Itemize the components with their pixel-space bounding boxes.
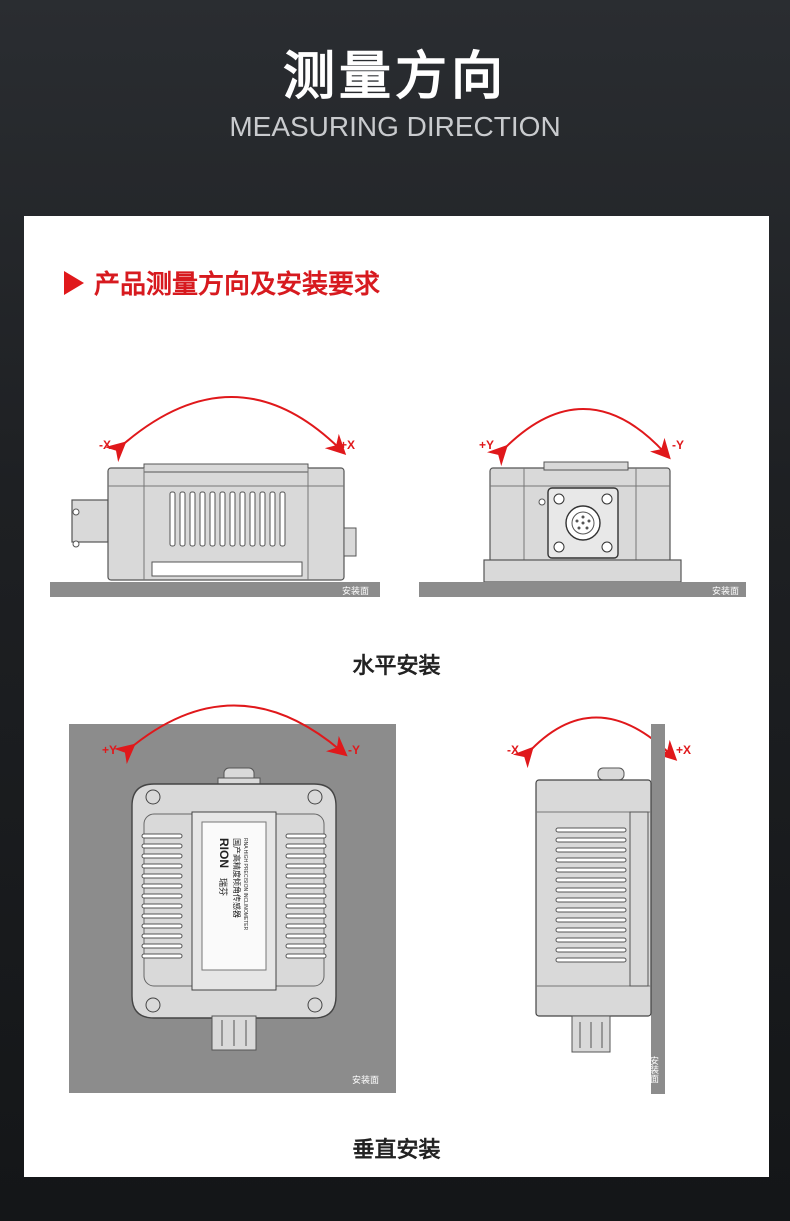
rotation-arc-icon xyxy=(512,716,678,769)
svg-text:国产高精度倾角传感器: 国产高精度倾角传感器 xyxy=(232,838,242,918)
section-heading: 产品测量方向及安装要求 xyxy=(64,264,380,301)
mounting-surface xyxy=(50,582,380,597)
mounting-surface xyxy=(651,724,665,1094)
connector-shape xyxy=(71,499,109,543)
section-title: 产品测量方向及安装要求 xyxy=(94,270,381,300)
axis-plus-label: +X xyxy=(340,438,355,452)
rotation-arc-icon xyxy=(104,396,347,463)
axis-minus-label: -X xyxy=(507,743,519,757)
rotation-arc-icon xyxy=(486,408,671,467)
page-title: 测量方向 xyxy=(282,47,507,107)
horizontal-x-view: -X +X 安装面 xyxy=(50,396,380,597)
vertical-caption: 垂直安装 xyxy=(352,1138,441,1163)
vertical-y-view: 安装面 +Y -Y xyxy=(69,704,396,1093)
svg-text:RNA HIGH PRECISION INCLINOMETE: RNA HIGH PRECISION INCLINOMETER xyxy=(242,838,248,931)
horizontal-y-view: +Y -Y 安装面 xyxy=(419,408,746,597)
cooling-fins xyxy=(169,491,286,547)
page-subtitle: MEASURING DIRECTION xyxy=(229,111,561,142)
svg-text:RION: RION xyxy=(217,838,231,868)
surface-label: 安装面 xyxy=(352,1074,379,1085)
svg-text:瑞芬: 瑞芬 xyxy=(218,878,229,896)
diagram-canvas: -X +X 安装面 xyxy=(50,396,746,1094)
surface-label: 安装面 xyxy=(342,585,369,596)
axis-plus-label: +Y xyxy=(479,438,494,452)
vertical-x-view: -X +X 安装面 xyxy=(507,716,691,1094)
horizontal-caption: 水平安装 xyxy=(352,654,441,679)
surface-label: 安装面 xyxy=(649,1055,659,1084)
content-panel: 产品测量方向及安装要求 -X +X xyxy=(24,216,769,1177)
play-triangle-icon xyxy=(64,270,84,295)
axis-plus-label: +Y xyxy=(102,743,117,757)
axis-minus-label: -Y xyxy=(348,743,360,757)
rotation-arc-icon xyxy=(113,704,348,765)
axis-minus-label: -Y xyxy=(672,438,684,452)
label-plate-text: RION 瑞芬 国产高精度倾角传感器 RNA HIGH PRECISION IN… xyxy=(217,838,248,931)
cooling-fins xyxy=(555,827,627,963)
surface-label: 安装面 xyxy=(712,585,739,596)
axis-plus-label: +X xyxy=(676,743,691,757)
mounting-surface xyxy=(419,582,746,597)
cooling-fins xyxy=(141,833,327,959)
axis-minus-label: -X xyxy=(99,438,111,452)
